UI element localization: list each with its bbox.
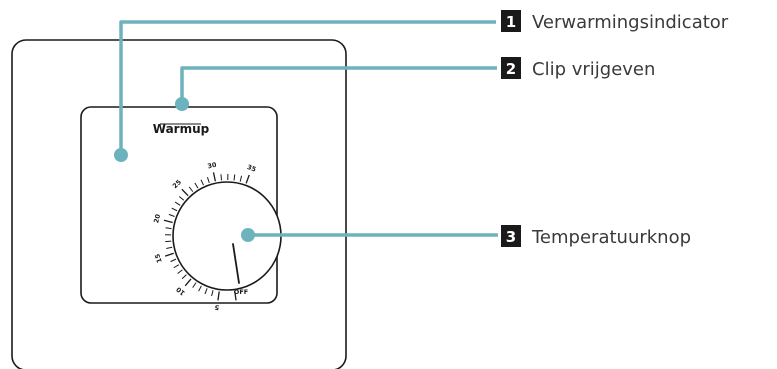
dial-minor-tick [198, 285, 202, 292]
dial-scale-label: 5 [214, 303, 220, 312]
dial-minor-tick [220, 174, 223, 181]
dial-major-tick [163, 219, 173, 224]
dial-off-label: OFF [234, 288, 248, 296]
callout-1: 1 Verwarmingsindicator [501, 10, 729, 33]
leader-lines [119, 20, 498, 237]
dial-off-tick [234, 291, 237, 301]
dial-scale-label: 10 [174, 285, 186, 297]
dial-minor-tick [233, 174, 236, 181]
outer-plate [11, 39, 347, 369]
dial-minor-tick [166, 246, 173, 249]
dial-minor-tick [174, 201, 181, 206]
temperature-knob-dot [241, 228, 255, 242]
heating-indicator-dot [114, 148, 128, 162]
dial-minor-tick [173, 264, 180, 269]
dial-scale-label: 20 [152, 213, 162, 224]
dial-major-tick [184, 278, 192, 287]
dial-minor-tick [239, 175, 243, 182]
dial-minor-tick [171, 207, 178, 212]
callout-3-label: Temperatuurknop [531, 227, 691, 248]
dial-scale-label: 30 [207, 161, 218, 171]
callout-2-badge [501, 57, 521, 79]
callout-2-label: Clip vrijgeven [532, 59, 655, 80]
dial-minor-tick [192, 282, 197, 288]
dial-minor-tick [168, 213, 175, 217]
callout-3-badge [501, 225, 521, 247]
dial-scale-label: 15 [153, 252, 164, 264]
dial-minor-tick [165, 240, 172, 243]
release-clip-dot [175, 97, 189, 111]
dial-minor-tick [194, 182, 199, 189]
callout-2: 2 Clip vrijgeven [501, 57, 655, 80]
callout-1-label: Verwarmingsindicator [532, 12, 729, 33]
dial-major-tick [245, 174, 250, 184]
dial-minor-tick [204, 288, 208, 295]
callout-1-badge [501, 10, 521, 32]
callout-3: 3 Temperatuurknop [501, 225, 691, 248]
dial-major-tick [181, 188, 189, 197]
dial-minor-tick [200, 179, 204, 186]
callout-2-number: 2 [506, 60, 516, 78]
callout-3-number: 3 [506, 228, 516, 246]
leader-line-1 [119, 20, 496, 155]
dial-minor-tick [181, 274, 187, 280]
dial-minor-tick [178, 196, 185, 201]
dial-minor-tick [206, 177, 210, 184]
dial-major-tick [217, 291, 220, 301]
dial-minor-tick [170, 258, 177, 263]
callout-1-number: 1 [506, 13, 516, 31]
dial-pointer [232, 243, 240, 284]
leader-line-2 [180, 66, 497, 104]
dial-scale-label: 25 [171, 178, 183, 190]
dial-major-tick [164, 252, 174, 257]
dial-scale-label: 35 [246, 163, 258, 174]
dial-major-tick [212, 172, 216, 182]
dial-minor-tick [177, 269, 183, 274]
brand-logo: Warmup [153, 122, 210, 136]
dial-minor-tick [188, 186, 194, 192]
dial-minor-tick [211, 290, 214, 297]
dial-minor-tick [165, 227, 172, 230]
